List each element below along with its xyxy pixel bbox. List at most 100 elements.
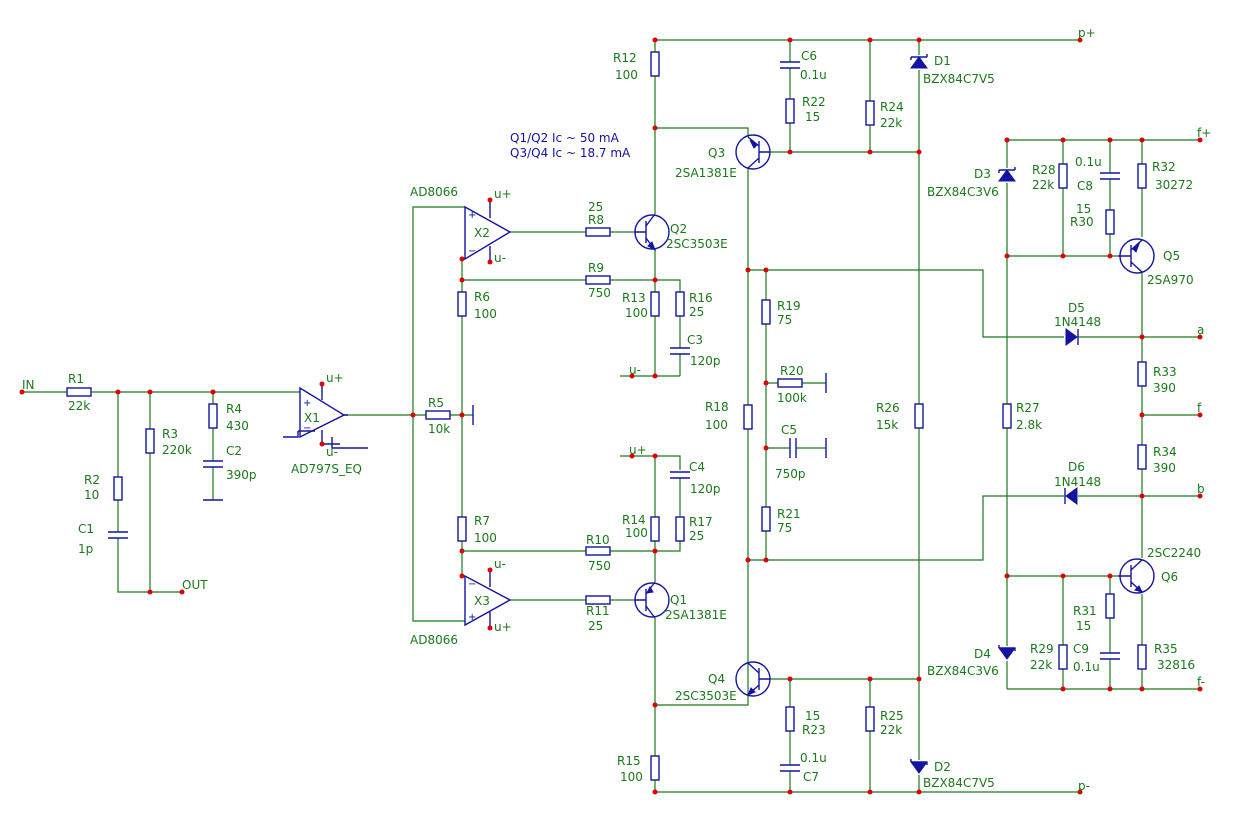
- diodes: [910, 54, 1079, 774]
- transistor-q4: [735, 661, 771, 697]
- r31-ref: R31: [1073, 604, 1097, 618]
- net-fneg-label: f-: [1197, 675, 1205, 689]
- net-b-label: b: [1197, 482, 1205, 496]
- net-in-label: IN: [22, 378, 35, 392]
- c6-val: 0.1u: [800, 68, 827, 82]
- c2-ref: C2: [226, 444, 242, 458]
- resistor-r12: [650, 51, 660, 77]
- svg-text:−: −: [468, 246, 476, 257]
- x1-uneg-label: u-: [326, 445, 338, 459]
- resistor-r18: [743, 404, 753, 430]
- resistor-r5: [425, 410, 451, 420]
- r35-ref: R35: [1154, 642, 1178, 656]
- d2-val: BZX84C7V5: [923, 776, 995, 790]
- r1-ref: R1: [68, 372, 84, 386]
- resistor-r26: [914, 403, 924, 429]
- resistor-r28: [1058, 163, 1068, 189]
- c8-ref: C8: [1077, 179, 1093, 193]
- r2-val: 10: [84, 488, 99, 502]
- x2-val: AD8066: [410, 185, 458, 199]
- r27-ref: R27: [1016, 401, 1040, 415]
- q1-val: 2SA1381E: [665, 608, 727, 622]
- resistor-r27: [1002, 403, 1012, 429]
- capacitor-c9: [1100, 652, 1120, 660]
- c6-ref: C6: [801, 49, 817, 63]
- c3-ref: C3: [687, 333, 703, 347]
- resistor-r14: [650, 516, 660, 542]
- q4-ref: Q4: [708, 672, 725, 686]
- r18-val: 100: [705, 418, 728, 432]
- r34-val: 390: [1153, 461, 1176, 475]
- resistor-r6: [457, 291, 467, 317]
- resistor-bodies: [66, 51, 1147, 781]
- r29-ref: R29: [1030, 642, 1054, 656]
- net-a-label: a: [1197, 323, 1204, 337]
- svg-text:+: +: [468, 612, 476, 623]
- resistor-r23: [785, 706, 795, 732]
- r26-ref: R26: [876, 401, 900, 415]
- r5-val: 10k: [428, 422, 450, 436]
- d2-ref: D2: [934, 760, 951, 774]
- q2-ref: Q2: [670, 222, 687, 236]
- resistor-r15: [650, 755, 660, 781]
- r30-ref: R30: [1070, 215, 1094, 229]
- r25-val: 22k: [880, 723, 902, 737]
- r23-val: 15: [805, 709, 820, 723]
- d6-val: 1N4148: [1054, 475, 1101, 489]
- r9-val: 750: [588, 286, 611, 300]
- resistor-r7: [457, 516, 467, 542]
- c9-ref: C9: [1073, 642, 1089, 656]
- q6-val: 2SC2240: [1147, 546, 1201, 560]
- r33-val: 390: [1153, 381, 1176, 395]
- svg-text:−: −: [468, 579, 476, 590]
- r24-ref: R24: [880, 100, 904, 114]
- svg-text:+: +: [303, 398, 311, 409]
- resistor-r17: [675, 516, 685, 542]
- d4-val: BZX84C3V6: [927, 664, 999, 678]
- capacitor-plates: [108, 61, 1120, 772]
- r24-val: 22k: [880, 116, 902, 130]
- opamp-pin-glyphs: + − + − − +: [303, 210, 476, 623]
- resistor-r30: [1105, 209, 1115, 235]
- resistor-r35: [1137, 644, 1147, 670]
- r6-val: 100: [474, 307, 497, 321]
- c9-val: 0.1u: [1073, 660, 1100, 674]
- note-q1q2: Q1/Q2 Ic ~ 50 mA: [510, 131, 620, 145]
- transistor-q2: [634, 213, 670, 252]
- capacitor-c7: [780, 764, 800, 772]
- q3-val: 2SA1381E: [675, 166, 737, 180]
- opamps: [299, 200, 512, 628]
- resistor-r29: [1058, 644, 1068, 670]
- capacitor-c3: [670, 347, 690, 355]
- r28-val: 22k: [1032, 178, 1054, 192]
- r9-ref: R9: [588, 261, 604, 275]
- transistor-q6: [1118, 558, 1155, 594]
- resistor-r3: [145, 428, 155, 454]
- r10-ref: R10: [586, 533, 610, 547]
- x1-upos-label: u+: [326, 371, 344, 385]
- resistor-r33: [1137, 361, 1147, 387]
- component-labels: R1 22k R2 10 C1 1p R3 220k R4 430 C2 390…: [68, 49, 1201, 790]
- x3-val: AD8066: [410, 633, 458, 647]
- opamp-x2: [464, 200, 512, 262]
- r34-ref: R34: [1153, 445, 1177, 459]
- r26-val: 15k: [876, 418, 898, 432]
- r16-ref: R16: [689, 291, 713, 305]
- resistor-r20: [777, 378, 803, 388]
- net-vpos-label: p+: [1078, 26, 1096, 40]
- c8-val: 0.1u: [1075, 155, 1102, 169]
- c1-ref: C1: [78, 522, 94, 536]
- q2-val: 2SC3503E: [666, 237, 728, 251]
- q4-val: 2SC3503E: [675, 689, 737, 703]
- r35-val: 32816: [1157, 658, 1195, 672]
- zener-d3: [998, 167, 1016, 182]
- resistor-r10: [585, 546, 611, 556]
- zener-d1: [910, 54, 928, 69]
- capacitor-c4: [670, 471, 690, 479]
- x2-uneg-label: u-: [494, 251, 506, 265]
- net-labels: IN OUT p+ p- f+ f- f a b u+ u- u+ u- u- …: [22, 26, 1211, 793]
- q1-ref: Q1: [670, 593, 687, 607]
- r14-val: 100: [625, 526, 648, 540]
- r6-ref: R6: [474, 290, 490, 304]
